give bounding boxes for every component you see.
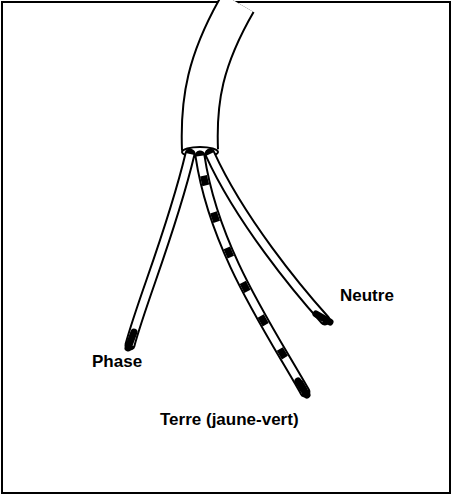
earth-wire: [200, 156, 305, 392]
cable-sheath: [200, 3, 238, 150]
neutral-label: Neutre: [340, 286, 394, 306]
earth-label: Terre (jaune-vert): [160, 410, 299, 430]
earth-wire-fill: [200, 156, 305, 392]
neutral-wire-tip: [316, 314, 330, 322]
earth-wire-tip: [298, 381, 307, 395]
cable-sheath-fill: [200, 3, 238, 150]
phase-wire-tip: [128, 332, 134, 348]
phase-label: Phase: [92, 352, 142, 372]
phase-wire-fill: [130, 154, 190, 345]
phase-wire: [130, 154, 190, 345]
earth-wire-stripes: [200, 156, 305, 392]
